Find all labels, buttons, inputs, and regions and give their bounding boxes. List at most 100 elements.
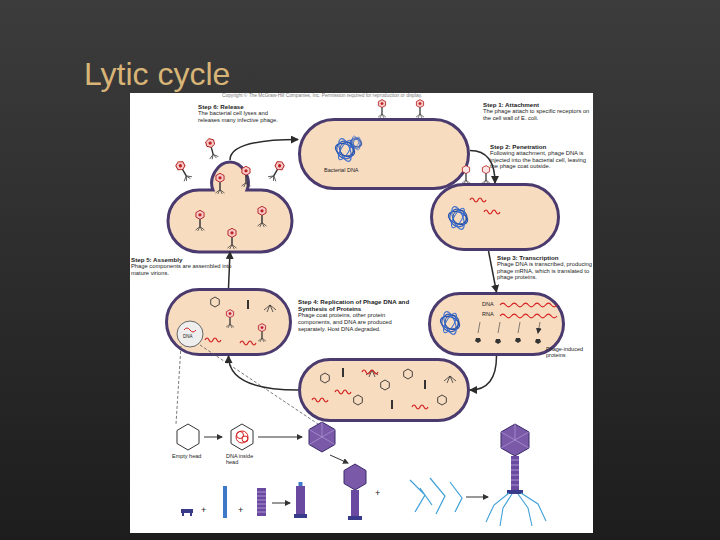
assembly-detail	[351, 490, 359, 516]
cell4-content	[412, 405, 428, 409]
cell4-content	[321, 373, 330, 383]
assembly-detail	[511, 456, 519, 490]
cell-membrane	[300, 360, 469, 421]
cell6-content	[174, 138, 285, 249]
cell1-content	[334, 137, 357, 163]
figure-label: +	[238, 505, 248, 515]
cell3-content	[515, 338, 521, 343]
cycle-arrow	[229, 252, 231, 288]
cell-stage: Step 6: ReleaseThe bacterial cell lyses …	[168, 160, 292, 252]
figure-label: DNA	[183, 334, 199, 339]
assembly-detail	[330, 455, 348, 463]
step-text: Step 6: ReleaseThe bacterial cell lyses …	[198, 103, 290, 123]
cell1-content	[416, 100, 424, 118]
white-panel	[130, 93, 593, 533]
cell3-content	[439, 310, 462, 336]
cell4-content	[381, 380, 390, 390]
cycle-arrow	[489, 251, 497, 292]
step-heading: Step 1: Attachment	[483, 101, 591, 108]
cell1-content	[349, 135, 363, 151]
figure-label: DNA inside head	[226, 453, 258, 466]
assembly-detail	[294, 514, 307, 518]
figure-label: RNA	[482, 311, 500, 317]
assembly-detail	[223, 486, 227, 518]
assembly-detail	[257, 492, 266, 512]
cell5-content	[240, 341, 256, 345]
cell-outline	[298, 118, 470, 190]
assembly-detail	[181, 509, 193, 513]
cell5-content	[264, 305, 276, 312]
cell5-content	[248, 300, 249, 309]
figure-label: Copyright © The McGraw-Hill Companies, I…	[222, 93, 484, 99]
cell-outline	[428, 292, 565, 356]
cell-stage: Step 3: TranscriptionPhage DNA is transc…	[428, 292, 565, 356]
cell-membrane	[430, 294, 564, 355]
cell-membrane	[168, 162, 292, 252]
cell3-content	[535, 339, 541, 344]
assembly-detail	[190, 513, 192, 516]
cell2-content	[447, 166, 500, 231]
cell4-content	[343, 368, 344, 377]
figure-label: DNA	[482, 301, 500, 307]
cell5-content	[211, 297, 220, 307]
assembly-detail	[231, 424, 253, 450]
assembly-detail	[466, 497, 488, 498]
cycle-arrow	[229, 356, 299, 390]
cell-membrane	[432, 185, 559, 250]
assembly-detail	[258, 437, 302, 438]
step-description: Following attachment, phage DNA is injec…	[490, 150, 592, 170]
figure-label: +	[375, 488, 385, 498]
step-text: Step 1: AttachmentThe phage attach to sp…	[483, 101, 591, 121]
cell6-content	[228, 228, 237, 249]
cell4-content	[438, 395, 447, 405]
cell6-content	[205, 138, 219, 160]
cell3-content	[475, 338, 481, 343]
cell4-content	[366, 370, 378, 377]
step-text: Step 3: TranscriptionPhage DNA is transc…	[497, 254, 593, 281]
cell-membrane	[300, 120, 469, 189]
assembly-detail	[501, 424, 529, 456]
assembly-detail	[177, 422, 546, 526]
step-description: The bacterial cell lyses and releases ma…	[198, 110, 290, 123]
cell-outline	[298, 358, 470, 422]
cell5-content	[226, 310, 234, 328]
slide-title: Lytic cycle	[84, 56, 230, 93]
cell6-content	[174, 160, 192, 182]
figure-label: Empty head	[172, 453, 204, 459]
cell6-content	[216, 173, 225, 194]
cell-stage: Step 5: AssemblyPhage components are ass…	[165, 288, 292, 356]
step-heading: Step 6: Release	[198, 103, 290, 110]
cycle-arrow	[470, 356, 497, 390]
assembly-detail	[348, 516, 362, 520]
assembly-detail	[507, 490, 523, 494]
cell4-content	[312, 368, 456, 409]
step-description: Phage components are assembled into matu…	[131, 263, 241, 276]
cell4-content	[354, 395, 363, 405]
cell4-content	[362, 370, 378, 374]
step-description: The phage attach to specific receptors o…	[483, 108, 591, 121]
cell5-content	[176, 346, 181, 424]
assembly-detail	[410, 478, 462, 514]
assembly-detail	[177, 424, 199, 450]
cell4-content	[312, 398, 328, 402]
cell-outline	[430, 183, 560, 251]
cell5-content	[176, 297, 318, 424]
cell-stage: Step 2: PenetrationFollowing attachment,…	[430, 183, 560, 251]
cell3-content	[478, 322, 540, 333]
cell3-content	[500, 314, 557, 318]
step-description: Phage coat proteins, other protein compo…	[298, 312, 420, 332]
cell-stage: Step 4: Replication of Phage DNA and Syn…	[298, 358, 470, 422]
cell5-content	[258, 324, 266, 342]
cell2-content	[470, 198, 486, 202]
cell4-content	[335, 390, 351, 394]
cell2-content	[484, 210, 500, 214]
assembly-detail	[501, 424, 529, 448]
assembly-detail	[242, 436, 248, 442]
figure-label: Bacterial DNA	[324, 167, 374, 173]
cell-membrane	[167, 290, 291, 355]
